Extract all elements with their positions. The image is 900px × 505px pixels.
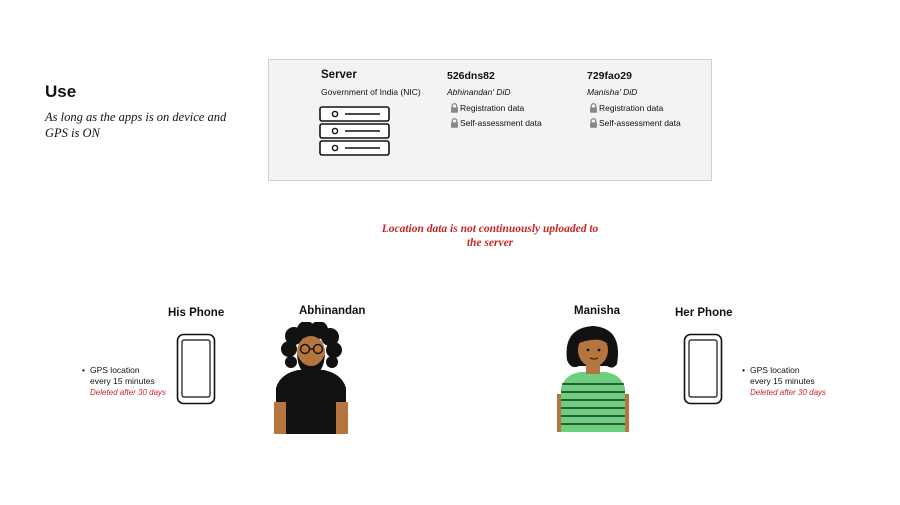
person-manisha-illustration	[557, 326, 629, 432]
page-title: Use	[45, 82, 77, 101]
gps-line-1: GPS location	[750, 365, 800, 375]
server-subtitle: Government of India (NIC)	[321, 87, 421, 97]
data-item-registration: Registration data	[450, 103, 524, 113]
gps-line-2: every 15 minutes	[750, 376, 815, 386]
did-id: 526dns82	[447, 70, 495, 82]
lock-icon	[451, 103, 458, 113]
gps-line-2: every 15 minutes	[90, 376, 155, 386]
gps-line-1: GPS location	[90, 365, 140, 375]
deleted-note: Deleted after 30 days	[750, 388, 827, 397]
gps-bullet: •	[82, 365, 85, 375]
did-id: 729fao29	[587, 70, 632, 82]
lock-icon	[590, 103, 597, 113]
notice-text: Location data is not continuously upload…	[381, 223, 599, 249]
server-rack-icon	[319, 106, 390, 156]
her-phone-label: Her Phone	[675, 307, 733, 319]
gps-bullet: •	[742, 365, 745, 375]
server-title: Server	[321, 69, 357, 81]
person-name-manisha: Manisha	[574, 305, 621, 317]
lock-icon	[451, 118, 458, 128]
data-item-label: Registration data	[460, 103, 525, 113]
did-owner: Manisha' DiD	[587, 87, 638, 97]
person-name-abhinandan: Abhinandan	[299, 305, 366, 317]
data-item-registration: Registration data	[589, 103, 663, 113]
his-phone-label: His Phone	[168, 307, 225, 319]
person-abhinandan-illustration	[274, 322, 348, 434]
phone-icon	[176, 333, 216, 405]
data-item-label: Self-assessment data	[460, 118, 542, 128]
data-item-self-assessment: Self-assessment data	[589, 118, 681, 128]
data-item-self-assessment: Self-assessment data	[450, 118, 542, 128]
did-owner: Abhinandan' DiD	[447, 87, 511, 97]
data-item-label: Registration data	[599, 103, 664, 113]
page-subtitle: As long as the apps is on device and GPS…	[45, 110, 227, 140]
deleted-note: Deleted after 30 days	[90, 388, 167, 397]
lock-icon	[590, 118, 597, 128]
phone-icon	[683, 333, 723, 405]
data-item-label: Self-assessment data	[599, 118, 681, 128]
